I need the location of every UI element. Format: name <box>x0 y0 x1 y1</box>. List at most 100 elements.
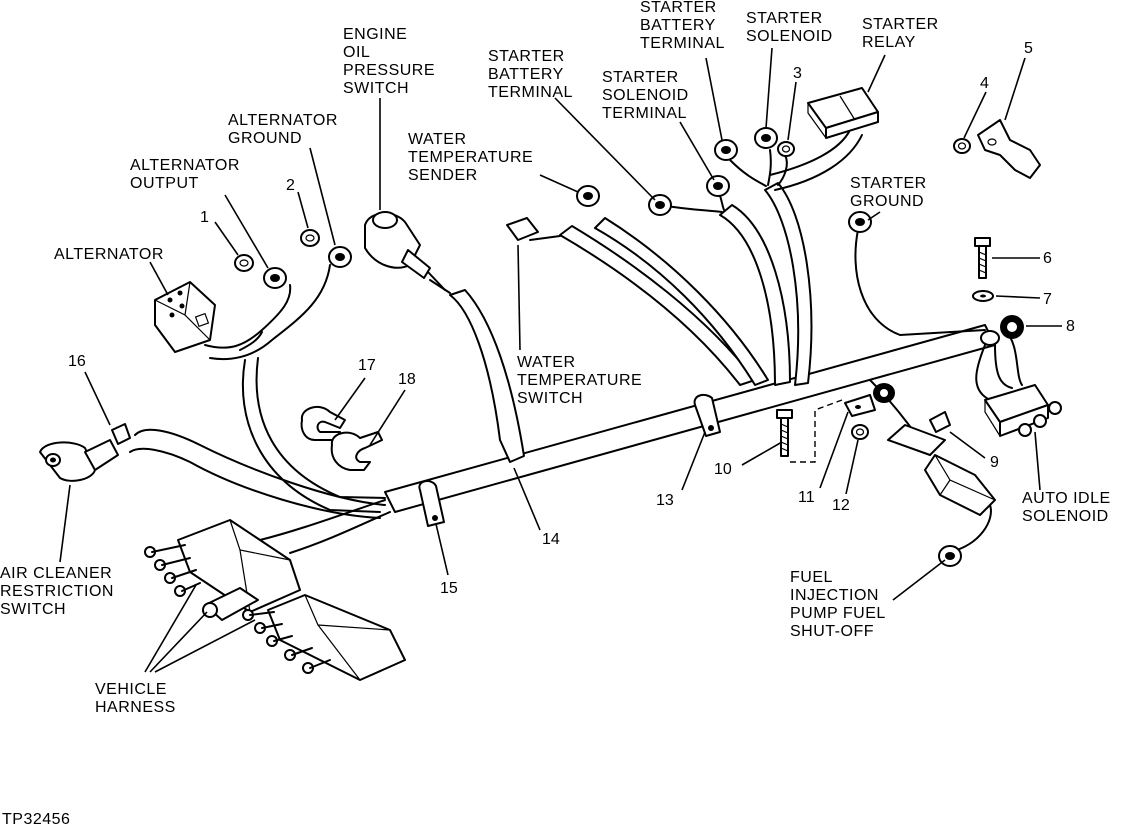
label-line: SOLENOID <box>746 28 833 45</box>
label-line: TERMINAL <box>602 105 687 122</box>
callout-8: 8 <box>1066 318 1075 335</box>
label-line: ALTERNATOR <box>130 157 240 174</box>
vehicle-harness-connector-lower <box>242 594 406 681</box>
label-line: AIR CLEANER <box>0 565 112 582</box>
bracket-5 <box>977 119 1041 179</box>
callout-12: 12 <box>832 497 850 514</box>
callout-3: 3 <box>793 65 802 82</box>
nut-12 <box>851 424 869 440</box>
grommet-11-terminal <box>844 383 895 417</box>
alternator-ground-terminal <box>328 246 352 268</box>
label-line: TEMPERATURE <box>408 149 533 166</box>
label-line: TERMINAL <box>640 35 725 52</box>
label-line: SWITCH <box>517 390 583 407</box>
label-line: VEHICLE <box>95 681 167 698</box>
label-line: ALTERNATOR <box>228 112 338 129</box>
label-line: GROUND <box>850 193 924 210</box>
callout-15: 15 <box>440 580 458 597</box>
vehicle-harness-connector-upper <box>144 519 301 613</box>
label-line: BATTERY <box>488 66 564 83</box>
callout-18: 18 <box>398 371 416 388</box>
starter-solenoid-ring <box>754 127 778 149</box>
washer-7 <box>972 290 994 302</box>
label-starter-relay: STARTER RELAY <box>862 16 938 51</box>
label-engine-oil-pressure-switch: ENGINE OIL PRESSURE SWITCH <box>343 26 435 97</box>
label-line: PRESSURE <box>343 62 435 79</box>
label-water-temperature-switch: WATER TEMPERATURE SWITCH <box>517 354 642 407</box>
callout-2: 2 <box>286 177 295 194</box>
label-line: WATER <box>517 354 576 371</box>
label-auto-idle-solenoid: AUTO IDLE SOLENOID <box>1022 490 1111 525</box>
callout-16: 16 <box>68 353 86 370</box>
label-line: AUTO IDLE <box>1022 490 1111 507</box>
nut-1 <box>234 254 254 272</box>
engine-oil-pressure-switch <box>364 211 446 291</box>
bolt-10 <box>776 409 793 457</box>
label-line: TERMINAL <box>488 84 573 101</box>
callout-14: 14 <box>542 531 560 548</box>
label-line: SOLENOID <box>602 87 689 104</box>
callout-numbers: 1 2 3 4 5 6 7 8 9 10 11 12 13 14 15 16 1… <box>68 40 1075 597</box>
label-starter-battery-terminal-2: STARTER BATTERY TERMINAL <box>640 0 725 52</box>
label-line: HARNESS <box>95 699 176 716</box>
label-starter-battery-terminal-1: STARTER BATTERY TERMINAL <box>488 48 573 101</box>
label-alternator-output: ALTERNATOR OUTPUT <box>130 157 240 192</box>
ground-dashed-path <box>790 399 843 463</box>
starter-ground-branch <box>854 229 986 336</box>
label-fuel-injection-pump-fuel-shutoff: FUEL INJECTION PUMP FUEL SHUT-OFF <box>790 569 886 640</box>
label-starter-solenoid-terminal: STARTER SOLENOID TERMINAL <box>602 69 689 122</box>
label-line: INJECTION <box>790 587 879 604</box>
label-line: RELAY <box>862 34 916 51</box>
label-line: ENGINE <box>343 26 407 43</box>
alternator-output-terminal <box>263 267 287 289</box>
nut-2 <box>300 229 320 247</box>
label-line: OIL <box>343 44 370 61</box>
label-line: STARTER <box>602 69 679 86</box>
grommet-8 <box>980 315 1024 346</box>
starter-relay-connector <box>807 87 879 139</box>
callout-6: 6 <box>1043 250 1052 267</box>
label-water-temperature-sender: WATER TEMPERATURE SENDER <box>408 131 533 184</box>
label-starter-ground: STARTER GROUND <box>850 175 926 210</box>
label-alternator: ALTERNATOR <box>54 246 164 263</box>
alternator-connector <box>154 281 216 353</box>
label-air-cleaner-restriction-switch: AIR CLEANER RESTRICTION SWITCH <box>0 565 113 618</box>
label-line: STARTER <box>746 10 823 27</box>
clamp-18 <box>330 431 383 471</box>
label-line: STARTER <box>488 48 565 65</box>
label-line: SOLENOID <box>1022 508 1109 525</box>
callout-9: 9 <box>990 454 999 471</box>
label-line: SWITCH <box>343 80 409 97</box>
clip-9 <box>929 411 951 433</box>
label-line: WATER <box>408 131 467 148</box>
label-line: SWITCH <box>0 601 66 618</box>
fuel-shutoff-connector <box>887 424 996 516</box>
label-line: SHUT-OFF <box>790 623 874 640</box>
starter-battery-terminal-ring-upper <box>714 139 738 161</box>
label-line: SENDER <box>408 167 478 184</box>
clamp-17 <box>300 405 346 441</box>
nut-3 <box>777 141 795 157</box>
label-line: GROUND <box>228 130 302 147</box>
clamp-15 <box>418 480 445 527</box>
label-line: BATTERY <box>640 17 716 34</box>
label-line: FUEL <box>790 569 833 586</box>
callout-7: 7 <box>1043 291 1052 308</box>
callout-17: 17 <box>358 357 376 374</box>
starter-solenoid-terminal-ring <box>706 175 730 197</box>
left-branch <box>129 357 386 519</box>
callout-5: 5 <box>1024 40 1033 57</box>
label-line: PUMP FUEL <box>790 605 886 622</box>
label-line: OUTPUT <box>130 175 199 192</box>
alternator-branch <box>204 264 331 361</box>
starter-ground-ring <box>848 211 872 233</box>
nut-4 <box>953 138 971 154</box>
callout-4: 4 <box>980 75 989 92</box>
label-line: STARTER <box>640 0 717 16</box>
callout-13: 13 <box>656 492 674 509</box>
label-line: ALTERNATOR <box>54 246 164 263</box>
label-alternator-ground: ALTERNATOR GROUND <box>228 112 338 147</box>
figure-id: TP32456 <box>2 811 70 828</box>
